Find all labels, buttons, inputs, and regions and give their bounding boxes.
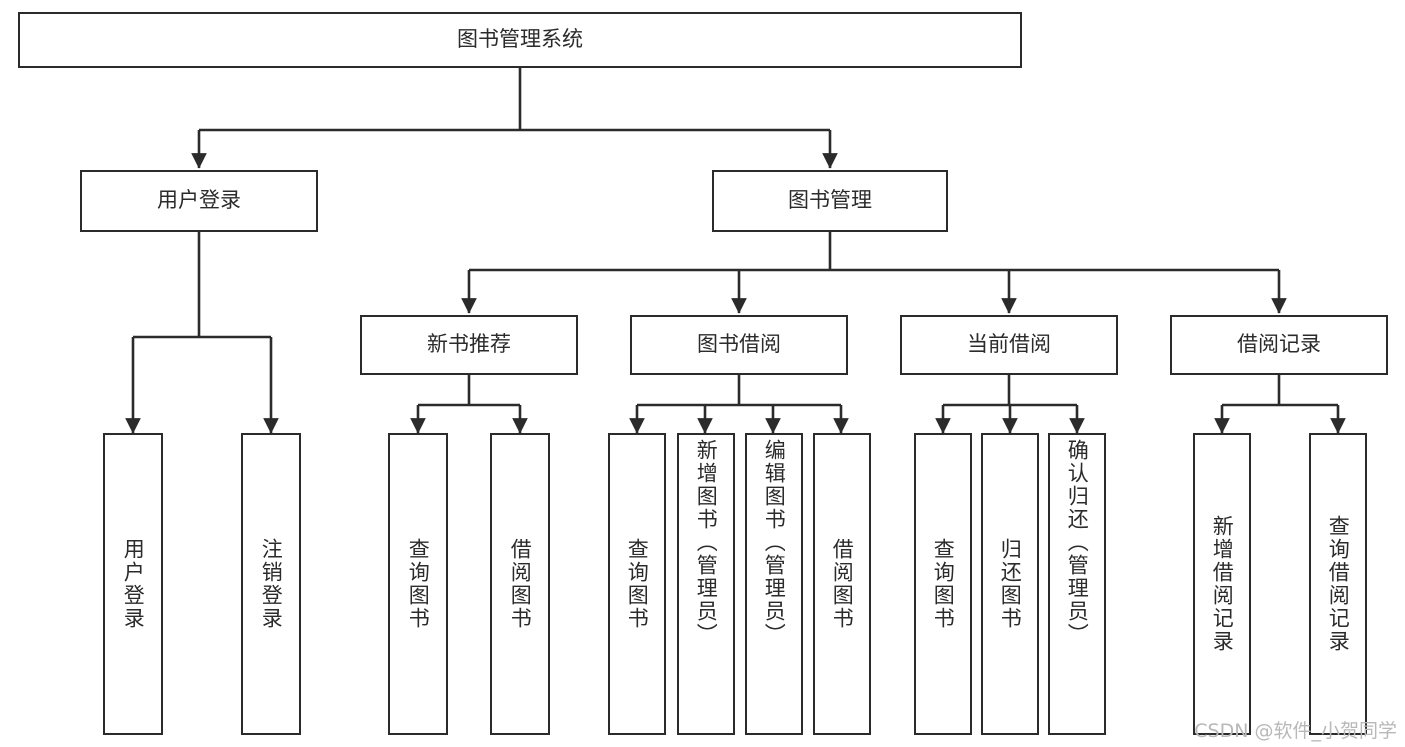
node-book-manage[interactable]: 图书管理 xyxy=(712,170,948,232)
node-borrow-record-label: 借阅记录 xyxy=(1237,332,1321,357)
node-leaf-logout-login[interactable]: 注销登录 xyxy=(241,433,301,735)
node-book-borrow[interactable]: 图书借阅 xyxy=(630,315,848,375)
node-leaf-confirm-return-admin[interactable]: 确认归还（管理员） xyxy=(1048,433,1106,735)
node-leaf-logout-login-label: 注销登录 xyxy=(259,538,284,630)
node-leaf-borrow-book-1[interactable]: 借阅图书 xyxy=(490,433,550,735)
node-leaf-user-login[interactable]: 用户登录 xyxy=(103,433,163,735)
node-current-borrow[interactable]: 当前借阅 xyxy=(900,315,1118,375)
node-current-borrow-label: 当前借阅 xyxy=(967,332,1051,357)
node-leaf-add-borrow-record[interactable]: 新增借阅记录 xyxy=(1193,433,1251,735)
node-leaf-add-borrow-record-label: 新增借阅记录 xyxy=(1210,515,1235,653)
node-leaf-edit-book-admin[interactable]: 编辑图书（管理员） xyxy=(745,433,803,735)
node-leaf-borrow-book-1-label: 借阅图书 xyxy=(508,538,533,630)
node-leaf-query-book-1[interactable]: 查询图书 xyxy=(388,433,448,735)
node-leaf-borrow-book-2[interactable]: 借阅图书 xyxy=(813,433,871,735)
node-root[interactable]: 图书管理系统 xyxy=(18,12,1022,68)
node-leaf-confirm-return-admin-label: 确认归还（管理员） xyxy=(1065,439,1090,646)
node-borrow-record[interactable]: 借阅记录 xyxy=(1170,315,1388,375)
node-user-login[interactable]: 用户登录 xyxy=(80,170,318,232)
node-book-manage-label: 图书管理 xyxy=(788,188,872,213)
node-leaf-query-book-1-label: 查询图书 xyxy=(406,538,431,630)
node-leaf-user-login-label: 用户登录 xyxy=(121,538,146,630)
node-leaf-query-book-2-label: 查询图书 xyxy=(625,538,650,630)
node-user-login-label: 用户登录 xyxy=(157,188,241,213)
node-leaf-edit-book-admin-label: 编辑图书（管理员） xyxy=(762,439,787,646)
node-leaf-return-book[interactable]: 归还图书 xyxy=(981,433,1039,735)
node-leaf-return-book-label: 归还图书 xyxy=(998,538,1023,630)
node-new-book-recommend[interactable]: 新书推荐 xyxy=(360,315,578,375)
node-leaf-query-book-2[interactable]: 查询图书 xyxy=(608,433,666,735)
node-new-book-recommend-label: 新书推荐 xyxy=(427,332,511,357)
node-book-borrow-label: 图书借阅 xyxy=(697,332,781,357)
node-leaf-add-book-admin[interactable]: 新增图书（管理员） xyxy=(677,433,735,735)
node-leaf-borrow-book-2-label: 借阅图书 xyxy=(830,538,855,630)
node-leaf-query-book-3-label: 查询图书 xyxy=(931,538,956,630)
node-root-label: 图书管理系统 xyxy=(457,27,583,52)
node-leaf-query-borrow-record-label: 查询借阅记录 xyxy=(1326,515,1351,653)
node-leaf-query-book-3[interactable]: 查询图书 xyxy=(914,433,972,735)
node-leaf-query-borrow-record[interactable]: 查询借阅记录 xyxy=(1309,433,1367,735)
node-leaf-add-book-admin-label: 新增图书（管理员） xyxy=(694,439,719,646)
